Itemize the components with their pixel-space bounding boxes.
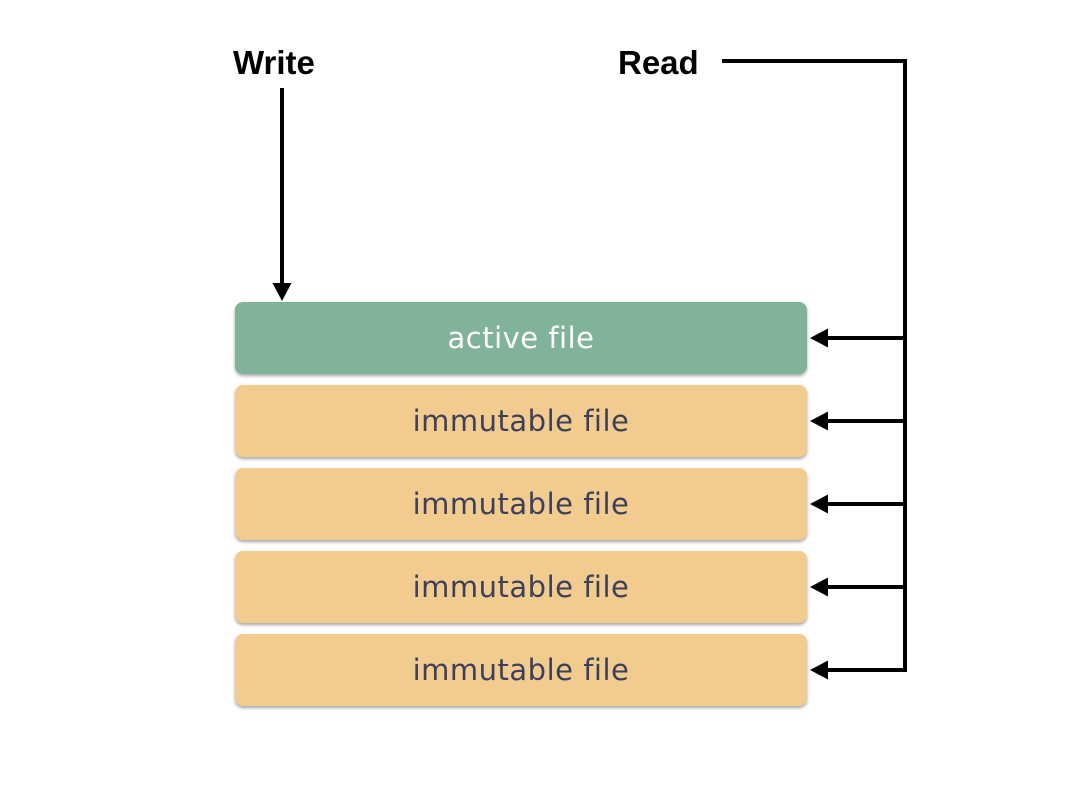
box-label: immutable file bbox=[412, 404, 630, 438]
arrow-left-icon bbox=[810, 328, 828, 348]
box-immutable-file: immutable file bbox=[235, 468, 807, 540]
read-line bbox=[722, 59, 907, 680]
arrow-left-icon bbox=[810, 660, 828, 680]
box-label: immutable file bbox=[412, 570, 630, 604]
arrow-left-icon bbox=[810, 577, 828, 597]
write-label: Write bbox=[233, 44, 315, 81]
read-label: Read bbox=[618, 44, 699, 81]
read-branch-arrow bbox=[810, 328, 905, 348]
box-label: immutable file bbox=[412, 653, 630, 687]
arrow-left-icon bbox=[810, 494, 828, 514]
box-immutable-file: immutable file bbox=[235, 634, 807, 706]
box-immutable-file: immutable file bbox=[235, 385, 807, 457]
read-branch-arrow bbox=[810, 494, 905, 514]
box-immutable-file: immutable file bbox=[235, 551, 807, 623]
write-arrow bbox=[272, 88, 292, 301]
box-label: active file bbox=[447, 321, 595, 355]
arrow-left-icon bbox=[810, 411, 828, 431]
box-active-file: active file bbox=[235, 302, 807, 374]
read-branch-arrow bbox=[810, 411, 905, 431]
read-branch-arrow bbox=[810, 577, 905, 597]
arrow-down-icon bbox=[272, 283, 292, 301]
box-label: immutable file bbox=[412, 487, 630, 521]
